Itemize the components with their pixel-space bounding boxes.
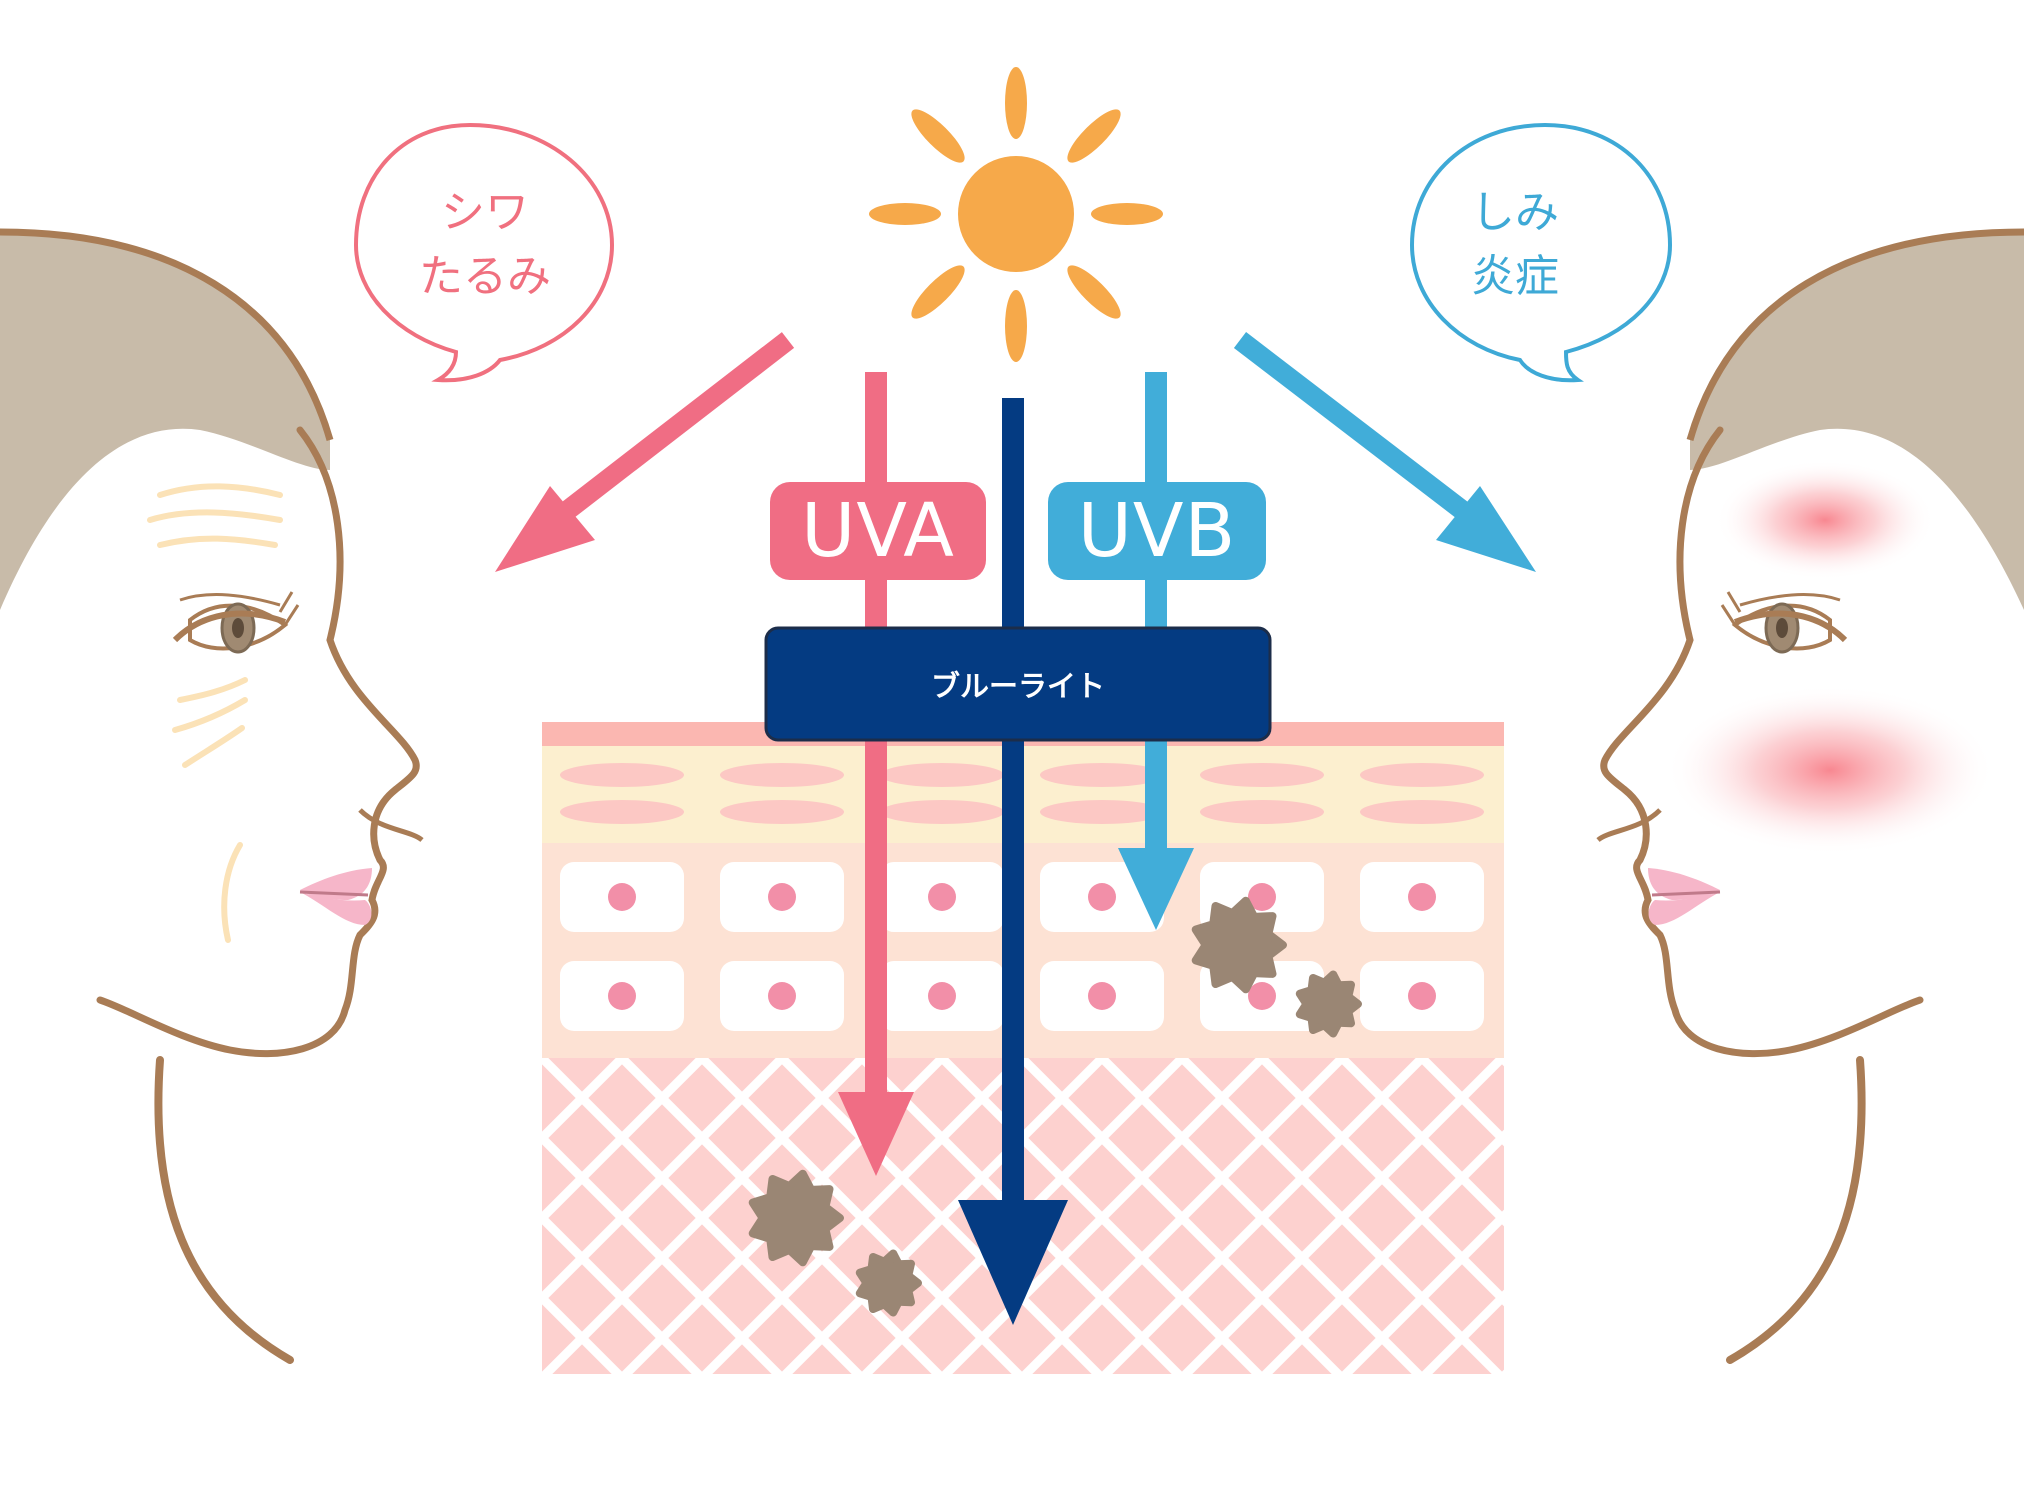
- flat-cell: [880, 763, 1004, 787]
- left-face-hair: [0, 232, 330, 610]
- right-face: [1596, 228, 2024, 1364]
- skin-cell: [720, 862, 844, 932]
- flat-cell: [1360, 763, 1484, 787]
- blue-light-bar: [764, 626, 1272, 742]
- skin-cell: [1040, 961, 1164, 1031]
- skin-cell: [560, 862, 684, 932]
- sun-icon: [869, 67, 1163, 362]
- uva-label: UVA: [801, 488, 955, 574]
- left-bubble-line-2: たるみ: [419, 251, 551, 302]
- uvb-label: UVB: [1077, 488, 1237, 574]
- flat-cell: [560, 800, 684, 824]
- right-face-hair: [1690, 232, 2024, 610]
- flat-cell: [720, 800, 844, 824]
- right-face-eye: [1720, 591, 1848, 654]
- skin-cell: [880, 862, 1004, 932]
- uva-side-arrow: [495, 332, 795, 572]
- pigment-spot: [1295, 970, 1362, 1038]
- right-face-lips: [1648, 868, 1721, 925]
- flat-cell: [560, 763, 684, 787]
- flat-cell: [1200, 800, 1324, 824]
- skin-cell: [560, 961, 684, 1031]
- right-bubble-text: しみ 炎症: [1410, 170, 1620, 320]
- right-face-blush-upper: [1715, 460, 1935, 580]
- skin-cell: [880, 961, 1004, 1031]
- left-speech-bubble: [353, 122, 615, 383]
- skin-cell: [720, 961, 844, 1031]
- pigment-spot: [748, 1169, 844, 1267]
- pigment-spot: [1191, 896, 1287, 994]
- flat-cell: [720, 763, 844, 787]
- flat-cell: [1040, 763, 1164, 787]
- skin-cell: [1360, 961, 1484, 1031]
- left-face-lips: [299, 868, 372, 925]
- flat-cell: [1040, 800, 1164, 824]
- uva-badge: [770, 482, 986, 580]
- flat-cell: [1360, 800, 1484, 824]
- skin-cell: [1360, 862, 1484, 932]
- uvb-arrow: [1118, 372, 1194, 930]
- left-face: [0, 228, 424, 1364]
- right-bubble-line-2: 炎症: [1471, 251, 1559, 302]
- uvb-side-arrow: [1233, 332, 1536, 572]
- right-bubble-line-1: しみ: [1471, 187, 1559, 238]
- uvb-badge: [1048, 482, 1266, 580]
- right-face-profile: [1600, 426, 1924, 1058]
- left-face-eye: [172, 591, 300, 654]
- left-face-wrinkles: [147, 483, 283, 943]
- right-face-blush-lower: [1665, 685, 1995, 855]
- left-face-profile: [96, 426, 420, 1058]
- right-face-nose: [1596, 808, 1662, 843]
- right-speech-bubble: [1409, 122, 1673, 383]
- left-bubble-line-1: シワ: [441, 187, 529, 238]
- flat-cells: [560, 763, 1484, 824]
- left-bubble-text: シワ たるみ: [380, 170, 590, 320]
- left-face-nose: [358, 808, 424, 843]
- flat-cell: [1200, 763, 1324, 787]
- flat-cell: [880, 800, 1004, 824]
- blue-light-arrow: [958, 398, 1068, 1325]
- pigment-spots: [748, 896, 1362, 1317]
- pigment-spot: [855, 1249, 922, 1317]
- blue-light-label: ブルーライト: [930, 669, 1105, 703]
